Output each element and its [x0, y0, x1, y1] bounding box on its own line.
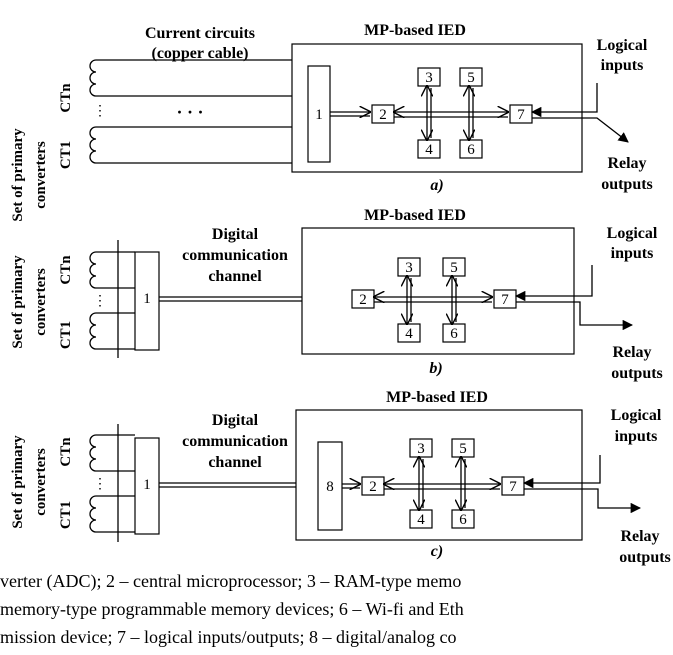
- channel-label-3: channel: [208, 454, 262, 471]
- ctn-label: CTn: [58, 437, 74, 467]
- relay-label-2: outputs: [611, 365, 663, 382]
- channel-label-1: Digital: [212, 412, 259, 429]
- ied-box: [295, 409, 583, 541]
- ied-title: MP-based IED: [386, 389, 488, 406]
- relay-label-1: Relay: [612, 344, 651, 361]
- current-circuits: [96, 59, 308, 164]
- svg-text:4: 4: [405, 326, 413, 342]
- logical-label-1: Logical: [611, 407, 662, 424]
- svg-text:⋮: ⋮: [93, 477, 107, 492]
- svg-text:7: 7: [501, 292, 509, 308]
- caption: verter (ADC); 2 – central microprocessor…: [0, 571, 464, 647]
- svg-text:2: 2: [379, 107, 387, 123]
- ied-title: MP-based IED: [364, 207, 466, 224]
- ctn-label: CTn: [58, 83, 74, 113]
- svg-text:8: 8: [326, 479, 334, 495]
- svg-text:3: 3: [405, 260, 413, 276]
- caption-line-1: verter (ADC); 2 – central microprocessor…: [0, 571, 461, 592]
- side-label-line2: converters: [33, 448, 49, 516]
- logical-input-arrow: [530, 83, 598, 118]
- ct1-label: CT1: [58, 321, 74, 349]
- channel-label-2: communication: [182, 247, 288, 264]
- coil-ctn: [89, 251, 97, 289]
- svg-text:1: 1: [315, 107, 323, 123]
- svg-text:2: 2: [359, 292, 367, 308]
- ied-box: [301, 227, 575, 355]
- channel-label-3: channel: [208, 268, 262, 285]
- side-label-line2: converters: [33, 268, 49, 336]
- ellipsis: · · ·: [176, 102, 203, 122]
- coil-ct1: [89, 126, 97, 164]
- logical-label-1: Logical: [597, 37, 648, 54]
- svg-text:1: 1: [143, 291, 151, 307]
- side-label-line1: Set of primary: [10, 128, 26, 222]
- svg-text:6: 6: [450, 326, 458, 342]
- svg-text:7: 7: [517, 107, 525, 123]
- svg-text:3: 3: [425, 70, 433, 86]
- caption-line-3: mission device; 7 – logical inputs/outpu…: [0, 627, 456, 647]
- relay-label-1: Relay: [620, 528, 659, 545]
- svg-text:2: 2: [369, 479, 377, 495]
- relay-label-1: Relay: [607, 155, 646, 172]
- coil-ct1: [89, 312, 97, 350]
- block-1: [307, 65, 331, 163]
- block-1: [134, 437, 160, 535]
- logical-label-2: inputs: [611, 245, 654, 262]
- panel-label-c: c): [431, 543, 443, 560]
- svg-text:5: 5: [467, 70, 475, 86]
- logical-label-1: Logical: [607, 225, 658, 242]
- channel-label-2: communication: [182, 433, 288, 450]
- svg-text:3: 3: [417, 441, 425, 457]
- relay-output-arrow: [516, 301, 634, 331]
- logical-label-2: inputs: [601, 57, 644, 74]
- ied-title: MP-based IED: [364, 22, 466, 39]
- coil-ct1: [89, 495, 97, 533]
- logical-input-arrow: [522, 455, 601, 489]
- ct1-label: CT1: [58, 501, 74, 529]
- relay-output-arrow: [532, 117, 629, 143]
- block-1: [134, 251, 160, 351]
- svg-text:4: 4: [425, 142, 433, 158]
- ct1-label: CT1: [58, 141, 74, 169]
- svg-text:⋮: ⋮: [93, 104, 107, 119]
- relay-output-arrow: [524, 488, 642, 514]
- channel-label-2: (copper cable): [151, 45, 248, 62]
- logical-label-2: inputs: [615, 428, 658, 445]
- svg-text:6: 6: [467, 142, 475, 158]
- panel-c: Set of primary converters CTn CT1 ⋮ 1 Di…: [10, 389, 671, 566]
- svg-text:6: 6: [459, 512, 467, 528]
- svg-text:4: 4: [417, 512, 425, 528]
- svg-text:7: 7: [509, 479, 517, 495]
- channel-label-1: Current circuits: [145, 25, 255, 42]
- channel-label-1: Digital: [212, 226, 259, 243]
- panel-label-a: a): [430, 177, 443, 194]
- ctn-label: CTn: [58, 255, 74, 285]
- panel-a: Set of primary converters CTn CT1 ⋮ · · …: [10, 22, 653, 222]
- logical-input-arrow: [514, 265, 593, 302]
- caption-line-2: memory-type programmable memory devices;…: [0, 599, 464, 619]
- side-label-line1: Set of primary: [10, 435, 26, 529]
- panel-b: Set of primary converters CTn CT1 ⋮ 1 Di…: [10, 207, 663, 382]
- side-label-line2: converters: [33, 141, 49, 209]
- svg-text:1: 1: [143, 477, 151, 493]
- svg-text:⋮: ⋮: [93, 294, 107, 309]
- coil-ctn: [89, 434, 97, 472]
- relay-label-2: outputs: [601, 176, 653, 193]
- side-label-line1: Set of primary: [10, 255, 26, 349]
- svg-text:5: 5: [450, 260, 458, 276]
- coil-ctn: [89, 59, 97, 97]
- svg-text:5: 5: [459, 441, 467, 457]
- panel-label-b: b): [429, 360, 442, 377]
- relay-label-2: outputs: [619, 549, 671, 566]
- block-8: [317, 441, 343, 531]
